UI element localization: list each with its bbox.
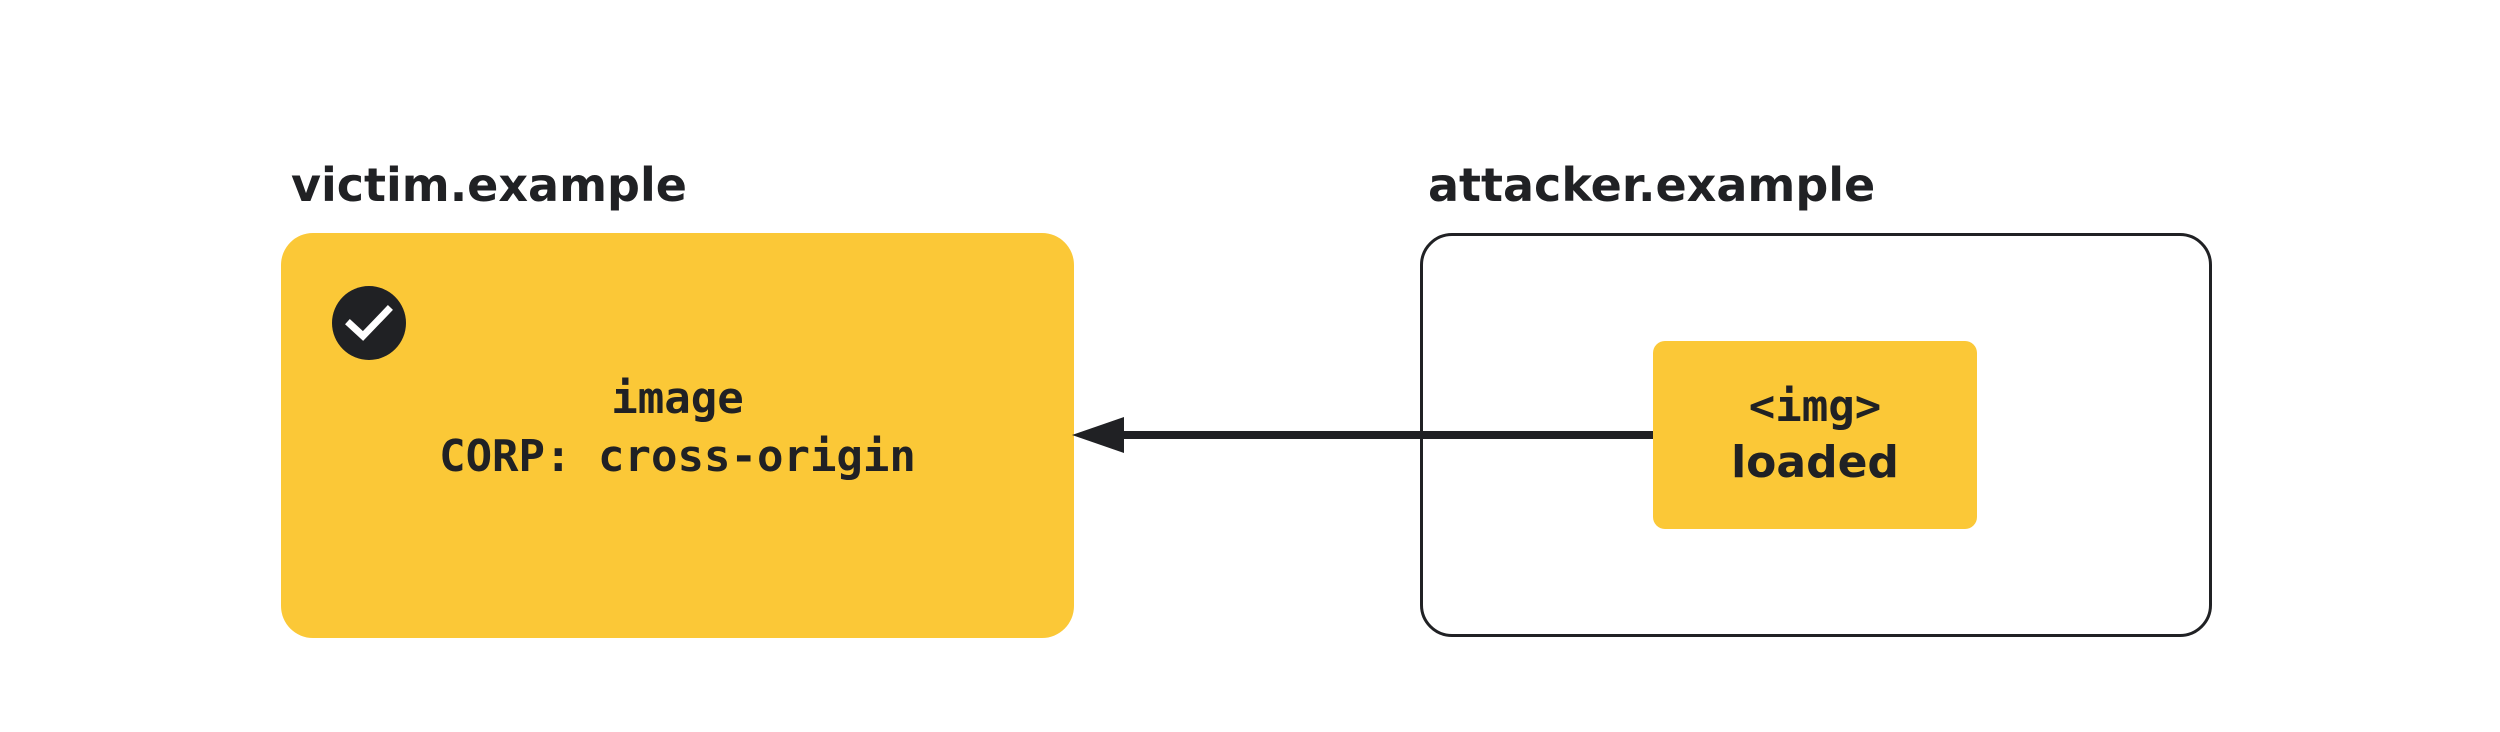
victim-domain-label: victim.example — [291, 158, 687, 212]
victim-resource-box — [281, 233, 1074, 638]
victim-resource-text: image CORP: cross-origin — [281, 370, 1074, 486]
victim-corp-header: CORP: cross-origin — [439, 431, 916, 482]
check-circle-icon — [332, 286, 406, 360]
img-tag-text: <img> — [1748, 381, 1882, 432]
arrowhead-icon — [1072, 417, 1124, 453]
victim-resource-type: image — [611, 373, 744, 424]
attacker-domain-label: attacker.example — [1428, 158, 1876, 212]
loaded-status-text: loaded — [1731, 437, 1899, 488]
img-element-box: <img> loaded — [1653, 341, 1977, 529]
